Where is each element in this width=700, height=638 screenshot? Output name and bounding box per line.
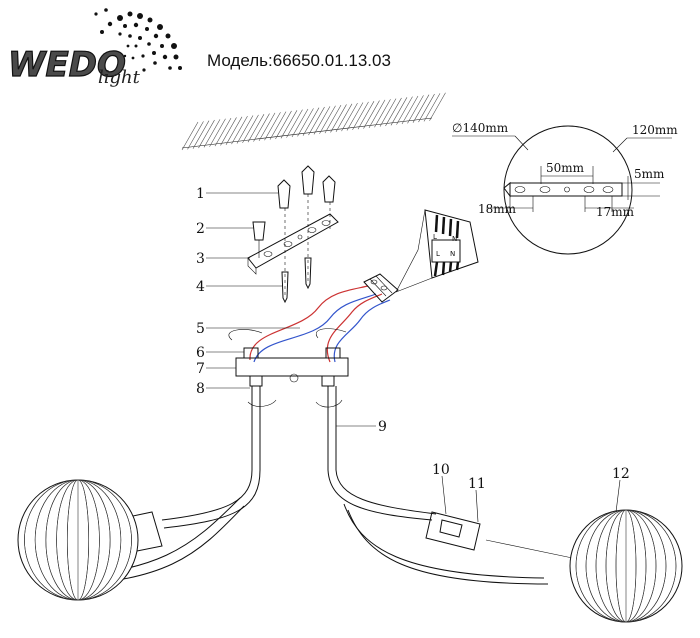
callout-12: 12 <box>612 466 630 482</box>
brand-script: light <box>98 67 141 88</box>
callout-7: 7 <box>196 361 205 377</box>
dim-right-offset: 17mm <box>596 205 635 219</box>
long-screws <box>281 194 331 304</box>
dim-length: 120mm <box>632 123 678 137</box>
callout-3: 3 <box>196 251 205 267</box>
brand-logo: WEDO light <box>7 8 182 88</box>
dim-thickness: 5mm <box>634 167 665 181</box>
terminal-label-2: N <box>452 235 457 243</box>
mounting-plate-detail: ∅140mm 120mm 50mm 5mm 18mm 17mm <box>452 121 678 255</box>
ceiling-hatch <box>181 92 446 151</box>
dim-spacing: 50mm <box>546 161 585 175</box>
dim-diameter: ∅140mm <box>452 121 509 135</box>
globe-shade-right <box>569 509 683 623</box>
callouts: 1 2 3 4 5 6 7 8 9 10 11 12 <box>196 186 630 523</box>
callout-2: 2 <box>196 221 205 237</box>
callout-10: 10 <box>432 462 450 478</box>
wiring <box>249 273 399 363</box>
terminal-label-3: L <box>436 250 440 258</box>
callout-8: 8 <box>196 381 205 397</box>
callout-4: 4 <box>196 279 205 295</box>
model-title: Модель:66650.01.13.03 <box>207 51 391 70</box>
terminal-label-4: N <box>450 250 455 258</box>
socket-right <box>425 511 481 551</box>
terminal-detail: L N L N <box>395 209 479 293</box>
logo-swirl-icon <box>94 8 182 72</box>
globe-shade-left <box>17 479 139 601</box>
screw-2 <box>252 221 266 258</box>
mounting-bar <box>247 213 339 275</box>
brand-name: WEDO <box>8 45 126 85</box>
canopy-base <box>228 328 349 408</box>
callout-6: 6 <box>196 345 205 361</box>
callout-9: 9 <box>378 419 387 435</box>
dim-left-offset: 18mm <box>478 202 517 216</box>
callout-5: 5 <box>196 321 205 337</box>
callout-11: 11 <box>468 476 486 492</box>
callout-1: 1 <box>196 186 205 202</box>
detail-circle <box>503 125 633 255</box>
terminal-label-1: L <box>433 233 437 241</box>
wall-anchors <box>277 165 336 209</box>
